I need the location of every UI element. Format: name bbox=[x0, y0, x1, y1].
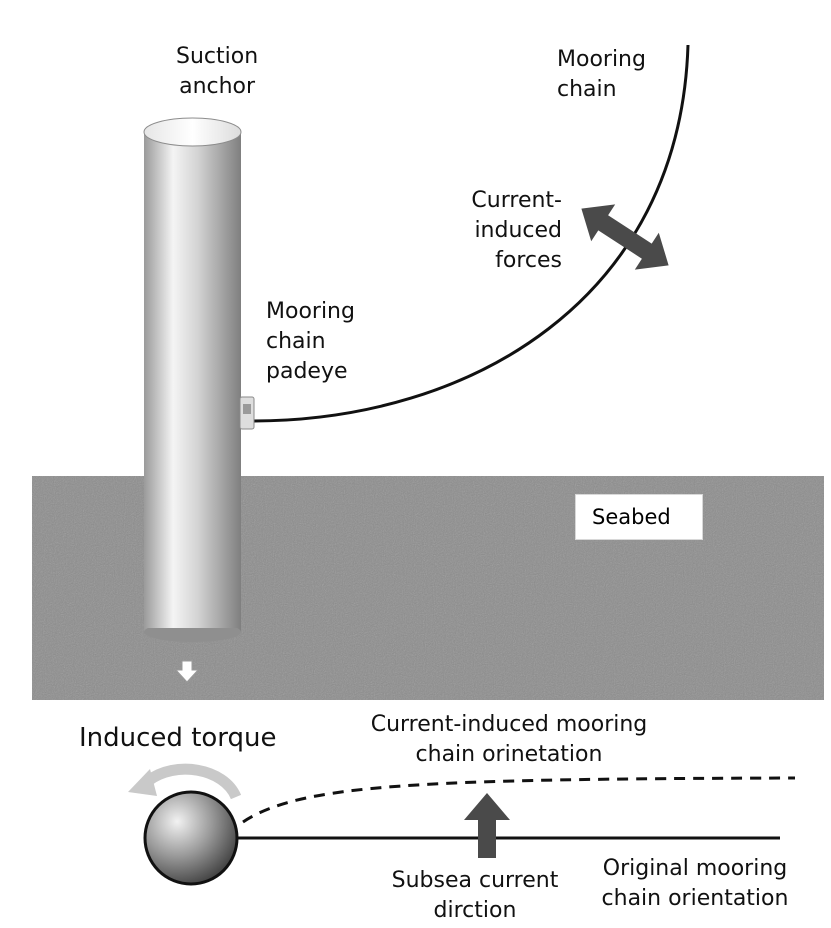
label-original-orientation: Original mooring chain orientation bbox=[601, 856, 789, 911]
label-current-induced-orientation: Current-induced mooring chain orinetatio… bbox=[370, 712, 648, 767]
induced-orientation-line bbox=[242, 776, 796, 824]
label-induced-torque: Induced torque bbox=[79, 723, 277, 753]
mooring-chain-line bbox=[251, 44, 690, 423]
label-current-induced-forces: Current- induced forces bbox=[471, 188, 562, 273]
double-arrow-icon bbox=[581, 204, 669, 270]
suction-anchor bbox=[143, 117, 242, 642]
label-suction-anchor: Suction anchor bbox=[176, 44, 259, 99]
label-subsea-current: Subsea current dirction bbox=[391, 868, 559, 923]
anchor-plan-circle bbox=[143, 790, 239, 886]
label-seabed: Seabed bbox=[592, 505, 671, 529]
label-mooring-chain: Mooring chain bbox=[557, 47, 646, 102]
padeye-icon bbox=[239, 396, 255, 430]
down-arrow-icon bbox=[174, 660, 200, 683]
rotation-arrow-icon bbox=[128, 763, 242, 800]
seabed-label-box: Seabed bbox=[575, 494, 703, 540]
up-arrow-icon bbox=[464, 793, 510, 858]
label-padeye: Mooring chain padeye bbox=[266, 299, 355, 384]
